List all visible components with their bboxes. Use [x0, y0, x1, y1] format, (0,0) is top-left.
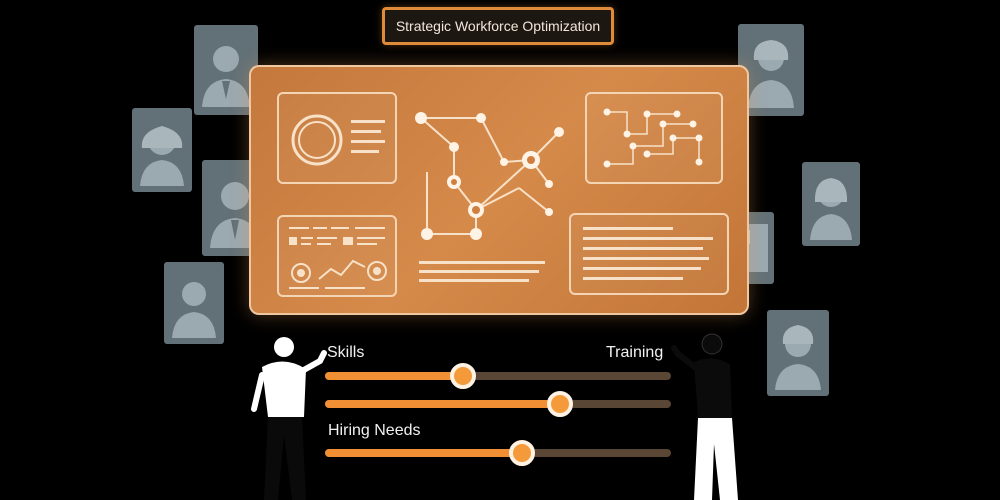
- text-lines-icon: [419, 261, 545, 282]
- hiring-needs-slider-handle[interactable]: [509, 440, 536, 466]
- person-portrait-icon: [140, 126, 184, 186]
- hiring-needs-slider-fill: [325, 449, 523, 457]
- analytics-icon: [289, 227, 387, 289]
- network-mini-icon: [603, 108, 703, 168]
- slider-label-hiring-needs: Hiring Needs: [328, 422, 421, 439]
- slider-label-skills: Skills: [327, 344, 365, 361]
- employee-portrait-4[interactable]: [164, 262, 224, 344]
- employee-portrait-6[interactable]: [802, 162, 860, 246]
- person-portrait-icon: [202, 46, 250, 107]
- person-left-illustration: [251, 337, 327, 500]
- skills-slider-fill: [325, 372, 464, 380]
- person-portrait-icon: [172, 282, 216, 338]
- person-portrait-icon: [775, 325, 821, 390]
- training-slider[interactable]: [325, 391, 671, 417]
- slider-label-training: Training: [606, 344, 664, 361]
- employee-portrait-7[interactable]: [767, 310, 829, 396]
- skills-slider[interactable]: [325, 363, 671, 389]
- employee-portrait-2[interactable]: [132, 108, 192, 192]
- employee-portrait-1[interactable]: [194, 25, 258, 115]
- employee-portrait-5[interactable]: [738, 24, 804, 116]
- report-card[interactable]: [569, 213, 729, 295]
- page-title: Strategic Workforce Optimization: [382, 7, 614, 45]
- dashboard-panel: [249, 65, 749, 315]
- gauge-card[interactable]: [277, 92, 397, 184]
- page-title-text: Strategic Workforce Optimization: [395, 18, 601, 34]
- gauge-ring-icon: [291, 114, 385, 166]
- training-slider-fill: [325, 400, 561, 408]
- skills-slider-handle[interactable]: [450, 363, 477, 389]
- person-portrait-icon: [210, 182, 260, 248]
- person-right-illustration: [671, 333, 738, 500]
- training-slider-handle[interactable]: [547, 391, 574, 417]
- person-portrait-icon: [748, 40, 794, 108]
- person-portrait-icon: [810, 178, 852, 240]
- analytics-card[interactable]: [277, 215, 397, 297]
- network-card[interactable]: [585, 92, 723, 184]
- report-lines-icon: [583, 227, 713, 280]
- hiring-needs-slider[interactable]: [325, 440, 671, 466]
- network-graph-icon: [415, 112, 564, 240]
